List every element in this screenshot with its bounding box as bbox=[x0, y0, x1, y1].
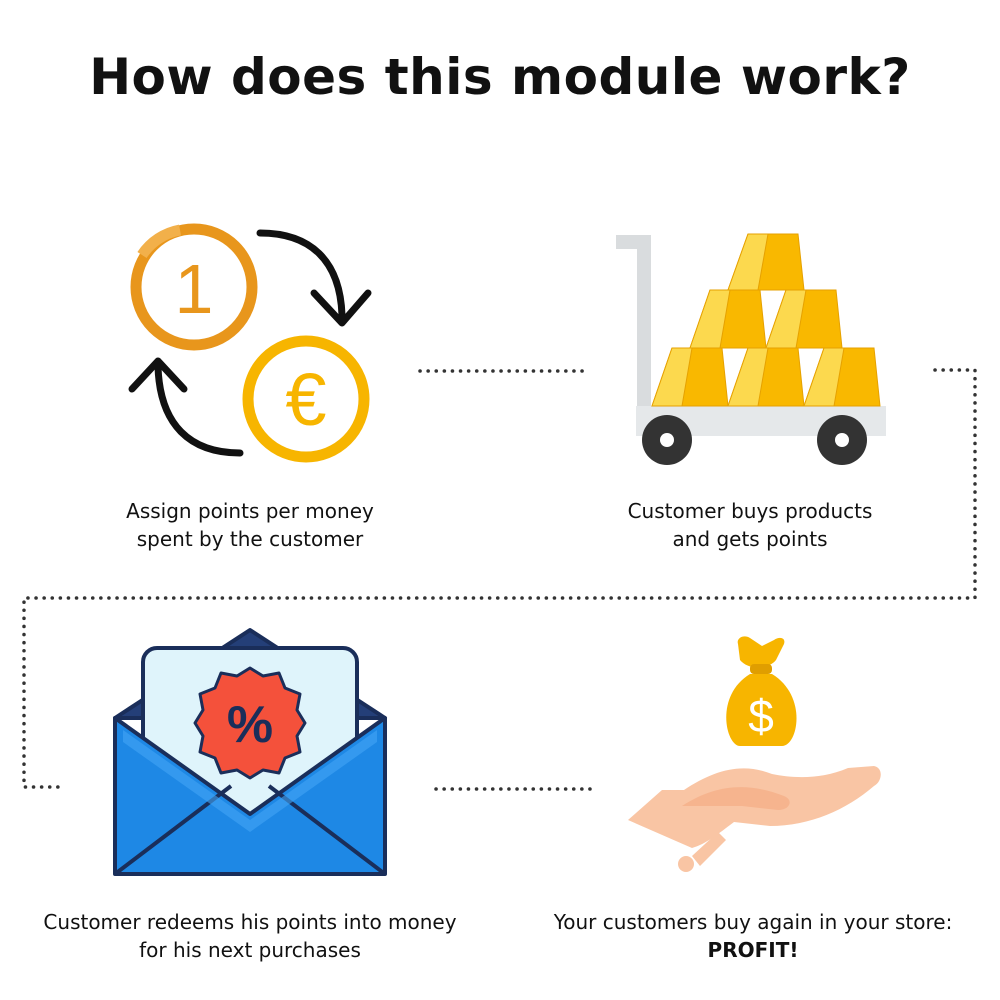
caption-line: spent by the customer bbox=[136, 527, 364, 551]
caption-line: Customer buys products bbox=[627, 499, 873, 523]
connector-step2-step3 bbox=[22, 368, 977, 789]
cart-handle bbox=[616, 235, 651, 412]
envelope-body bbox=[113, 716, 387, 876]
discount-envelope-icon: % bbox=[113, 628, 387, 876]
caption-line: Assign points per money bbox=[126, 499, 374, 523]
svg-text:$: $ bbox=[748, 690, 774, 742]
step-4-caption: Your customers buy again in your store: … bbox=[510, 908, 996, 964]
point-coin-number: 1 bbox=[175, 250, 214, 328]
gold-bars-cart-icon bbox=[616, 233, 886, 465]
euro-coin-symbol: € bbox=[285, 358, 326, 441]
arrow-down-icon bbox=[256, 229, 346, 319]
step-3-caption: Customer redeems his points into money f… bbox=[0, 908, 500, 964]
points-to-money-exchange-icon: 1 € bbox=[128, 223, 372, 463]
discount-badge-icon: % bbox=[193, 666, 307, 780]
caption-line: Your customers buy again in your store: bbox=[553, 910, 953, 934]
step-1-caption: Assign points per money spent by the cus… bbox=[90, 497, 410, 553]
caption-line: for his next purchases bbox=[139, 938, 361, 962]
caption-line: and gets points bbox=[672, 527, 828, 551]
point-coin-icon bbox=[130, 223, 258, 351]
gold-bars bbox=[651, 233, 881, 407]
page-title: How does this module work? bbox=[89, 48, 911, 106]
euro-coin-icon bbox=[242, 335, 370, 463]
profit-label: PROFIT! bbox=[707, 938, 799, 962]
arrow-up-icon bbox=[154, 363, 244, 457]
money-bag-hand-icon: $ bbox=[628, 636, 881, 872]
money-bag-icon: $ bbox=[726, 636, 797, 746]
caption-line: Customer redeems his points into money bbox=[43, 910, 457, 934]
step-2-caption: Customer buys products and gets points bbox=[590, 497, 910, 553]
open-hand-icon bbox=[628, 766, 881, 872]
svg-text:%: % bbox=[227, 696, 273, 754]
